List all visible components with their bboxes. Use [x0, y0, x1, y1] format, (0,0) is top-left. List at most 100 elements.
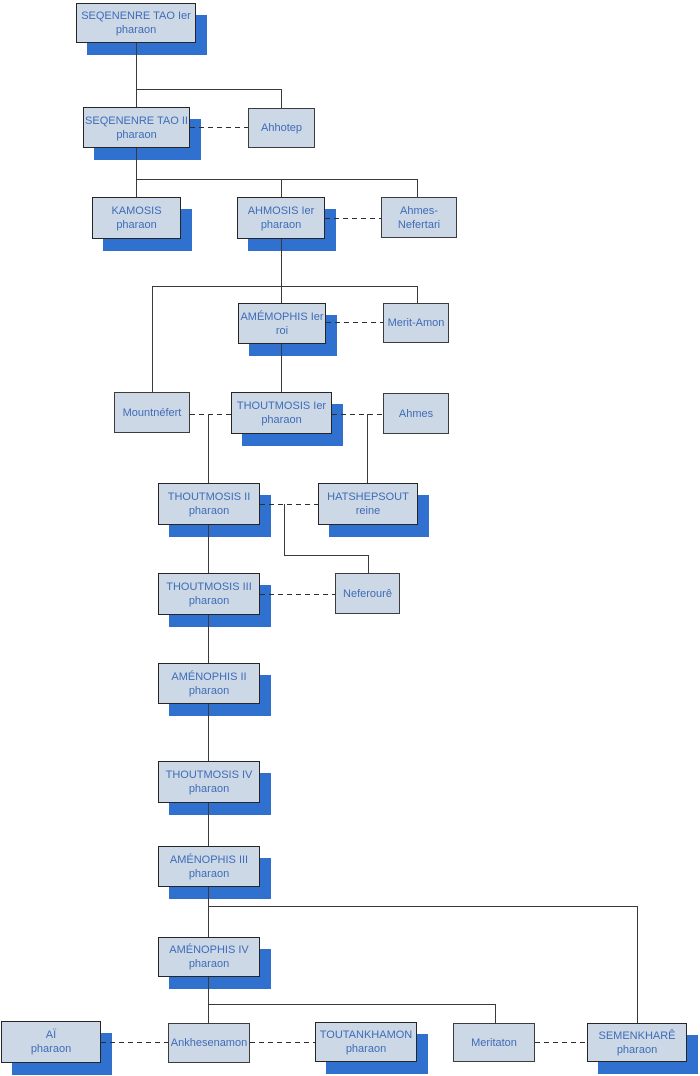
person-name: Ahmes-: [400, 204, 438, 217]
person-title: pharaon: [30, 1043, 72, 1055]
person-node-amenophis-4: AMÉNOPHIS IV pharaon: [158, 937, 260, 977]
person-node-meritaton: Meritaton: [453, 1023, 535, 1062]
person-title: pharaon: [116, 219, 157, 231]
person-name: Ahhotep: [261, 122, 302, 134]
marriage-line: [325, 218, 381, 219]
person-node-thoutmosis-2: THOUTMOSIS II pharaon: [158, 483, 260, 525]
person-name: THOUTMOSIS III: [166, 581, 252, 593]
person-name: Mountnéfert: [122, 406, 182, 419]
descent-line: [208, 414, 209, 483]
person-name: AMÉNOPHIS II: [171, 670, 247, 683]
marriage-line: [260, 504, 318, 505]
descent-line: [208, 977, 209, 1023]
person-node-toutankhamon: TOUTANKHAMON pharaon: [315, 1022, 417, 1062]
person-name: Neferourê: [343, 587, 392, 600]
person-title: pharaon: [188, 783, 230, 795]
person-title: pharaon: [260, 219, 302, 231]
person-node-seqenenre-tao-1: SEQENENRE TAO Ier pharaon: [76, 3, 196, 43]
person-node-ankhesenamon: Ankhesenamon: [168, 1023, 250, 1063]
person-title: pharaon: [188, 595, 230, 607]
person-name: THOUTMOSIS II: [167, 491, 251, 503]
person-title: pharaon: [115, 24, 157, 36]
person-node-thoutmosis-1: THOUTMOSIS Ier pharaon: [231, 392, 332, 434]
descent-line: [281, 286, 282, 303]
person-node-ahhotep: Ahhotep: [248, 108, 315, 148]
person-title: reine: [355, 505, 381, 517]
person-name: HATSHEPSOUT: [327, 491, 409, 503]
descent-line: [208, 525, 209, 573]
person-node-merit-amon: Merit-Amon: [383, 303, 449, 343]
person-name: Meritaton: [471, 1036, 517, 1049]
descent-line: [152, 286, 153, 392]
marriage-line: [101, 1042, 168, 1043]
descent-line: [152, 286, 417, 287]
person-name: Ankhesenamon: [170, 1037, 248, 1049]
descent-line: [208, 1004, 495, 1005]
descent-line: [281, 89, 282, 108]
person-node-ahmosis-1: AHMOSIS Ier pharaon: [237, 197, 325, 239]
person-name: TOUTANKHAMON: [319, 1029, 413, 1041]
person-title: pharaon: [188, 505, 230, 517]
person-name: AHMOSIS Ier: [247, 205, 315, 217]
person-name: Merit-Amon: [387, 317, 445, 329]
person-title: pharaon: [188, 684, 230, 697]
marriage-line: [332, 414, 383, 415]
descent-line: [281, 179, 282, 197]
person-title: Nefertari: [397, 218, 441, 231]
person-node-ahmes-nefertari: Ahmes-Nefertari: [381, 197, 457, 238]
descent-line: [367, 414, 368, 483]
person-node-kamosis: KAMOSIS pharaon: [92, 197, 181, 239]
person-node-thoutmosis-3: THOUTMOSIS III pharaon: [158, 573, 260, 615]
descent-line: [208, 906, 637, 907]
marriage-line: [260, 594, 335, 595]
descent-line: [136, 89, 282, 90]
descent-line: [417, 179, 418, 197]
descent-line: [284, 555, 368, 556]
person-name: AMÉNOPHIS IV: [169, 944, 249, 956]
descent-line: [136, 148, 137, 179]
descent-line: [495, 1004, 496, 1023]
person-name: AMÉMOPHIS Ier: [240, 310, 324, 323]
descent-line: [208, 803, 209, 846]
person-title: roi: [275, 324, 289, 337]
person-name: AÏ: [45, 1029, 57, 1041]
person-name: SEMENKHARÊ: [598, 1029, 676, 1042]
marriage-line: [326, 322, 383, 323]
person-name: Ahmes: [398, 407, 434, 420]
descent-line: [136, 179, 417, 180]
person-title: pharaon: [188, 867, 230, 880]
person-node-thoutmosis-4: THOUTMOSIS IV pharaon: [158, 761, 260, 803]
marriage-line: [535, 1042, 587, 1043]
descent-line: [284, 504, 285, 555]
descent-line: [637, 906, 638, 1023]
person-node-ai: AÏ pharaon: [1, 1021, 101, 1063]
person-title: pharaon: [116, 128, 157, 141]
descent-line: [281, 344, 282, 392]
person-name: SEQENENRE TAO II: [85, 114, 188, 127]
person-name: SEQENENRE TAO Ier: [81, 10, 191, 22]
marriage-line: [190, 414, 231, 415]
descent-line: [417, 286, 418, 303]
marriage-line: [190, 127, 248, 128]
descent-line: [208, 704, 209, 761]
person-name: KAMOSIS: [111, 205, 162, 217]
person-node-mountnefert: Mountnéfert: [114, 392, 190, 433]
person-title: pharaon: [616, 1043, 658, 1056]
person-title: pharaon: [345, 1043, 387, 1055]
descent-line: [208, 615, 209, 663]
person-name: AMÉNOPHIS III: [169, 853, 249, 866]
descent-line: [136, 43, 137, 107]
marriage-line: [250, 1042, 315, 1043]
person-title: pharaon: [261, 414, 302, 426]
descent-line: [208, 887, 209, 937]
person-title: pharaon: [188, 958, 230, 970]
person-node-hatshepsout: HATSHEPSOUT reine: [318, 483, 418, 525]
person-name: THOUTMOSIS IV: [165, 769, 253, 781]
person-name: THOUTMOSIS Ier: [236, 400, 327, 412]
